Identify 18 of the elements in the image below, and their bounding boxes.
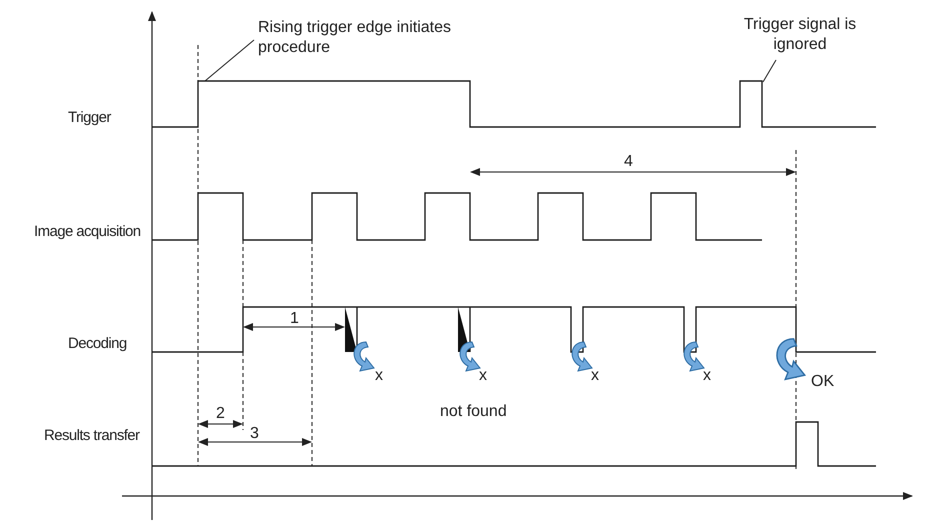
dimension-number: 4 — [624, 152, 633, 172]
dimension-number: 2 — [216, 404, 225, 424]
status-note: not found — [440, 402, 507, 422]
leader-line — [762, 60, 776, 82]
dimension-number: 1 — [290, 309, 299, 329]
status-mark: x — [479, 366, 487, 386]
leader-line — [204, 40, 254, 82]
dimension-number: 3 — [250, 424, 259, 444]
row-label: Decoding — [68, 334, 127, 354]
status-mark: x — [591, 366, 599, 386]
status-mark: x — [703, 366, 711, 386]
callout-text: Trigger signal is ignored — [740, 15, 860, 55]
status-mark: x — [375, 366, 383, 386]
status-mark: OK — [811, 372, 834, 392]
row-label: Trigger — [68, 108, 111, 128]
row-label: Results transfer — [44, 426, 140, 446]
callout-text: Rising trigger edge initiates procedure — [258, 18, 488, 58]
row-label: Image acquisition — [34, 222, 141, 242]
